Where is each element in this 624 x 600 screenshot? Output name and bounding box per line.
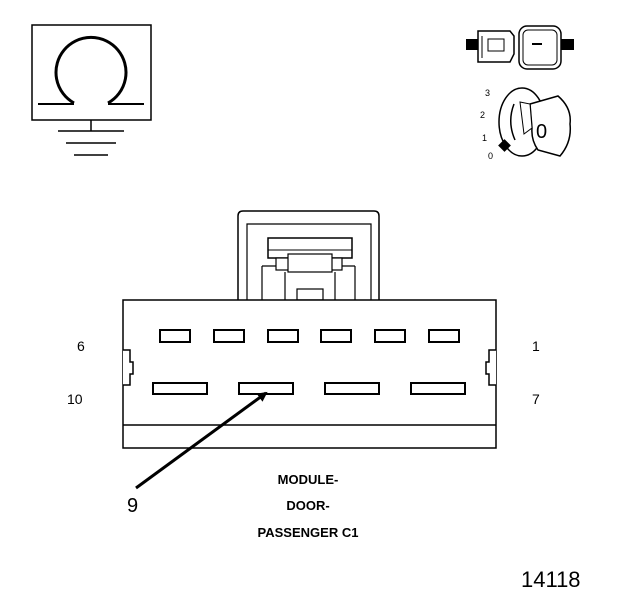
callout-arrow <box>135 391 268 490</box>
pin-label-10: 10 <box>67 391 83 407</box>
terminal-cavity <box>320 329 352 343</box>
key-position-2: 2 <box>480 110 485 120</box>
pin-label-1: 1 <box>532 338 540 354</box>
key-position-3: 3 <box>485 88 490 98</box>
caption-line-1: MODULE- <box>278 472 339 487</box>
pin-label-6: 6 <box>77 338 85 354</box>
terminal-cavity <box>159 329 191 343</box>
terminal-cavity <box>213 329 245 343</box>
connector-body <box>122 210 497 449</box>
terminal-cavity <box>267 329 299 343</box>
caption-line-3: PASSENGER C1 <box>258 525 359 540</box>
terminal-cavity <box>238 382 294 395</box>
terminal-cavity <box>324 382 380 395</box>
ground-symbol-icon <box>31 24 152 156</box>
connector-pair-icon <box>466 25 574 70</box>
figure-number: 14118 <box>521 567 581 592</box>
pin-label-7: 7 <box>532 391 540 407</box>
terminal-cavity <box>152 382 208 395</box>
callout-pin-number: 9 <box>127 495 138 517</box>
terminal-row-top <box>159 329 460 343</box>
terminal-cavity <box>428 329 460 343</box>
key-position-letter: 0 <box>536 121 547 143</box>
terminal-cavity <box>410 382 466 395</box>
key-position-1: 1 <box>482 133 487 143</box>
terminal-cavity <box>374 329 406 343</box>
key-position-0: 0 <box>488 151 493 161</box>
ignition-key-icon: 3 2 1 0 0 <box>480 87 572 161</box>
caption-line-2: DOOR- <box>286 498 329 513</box>
